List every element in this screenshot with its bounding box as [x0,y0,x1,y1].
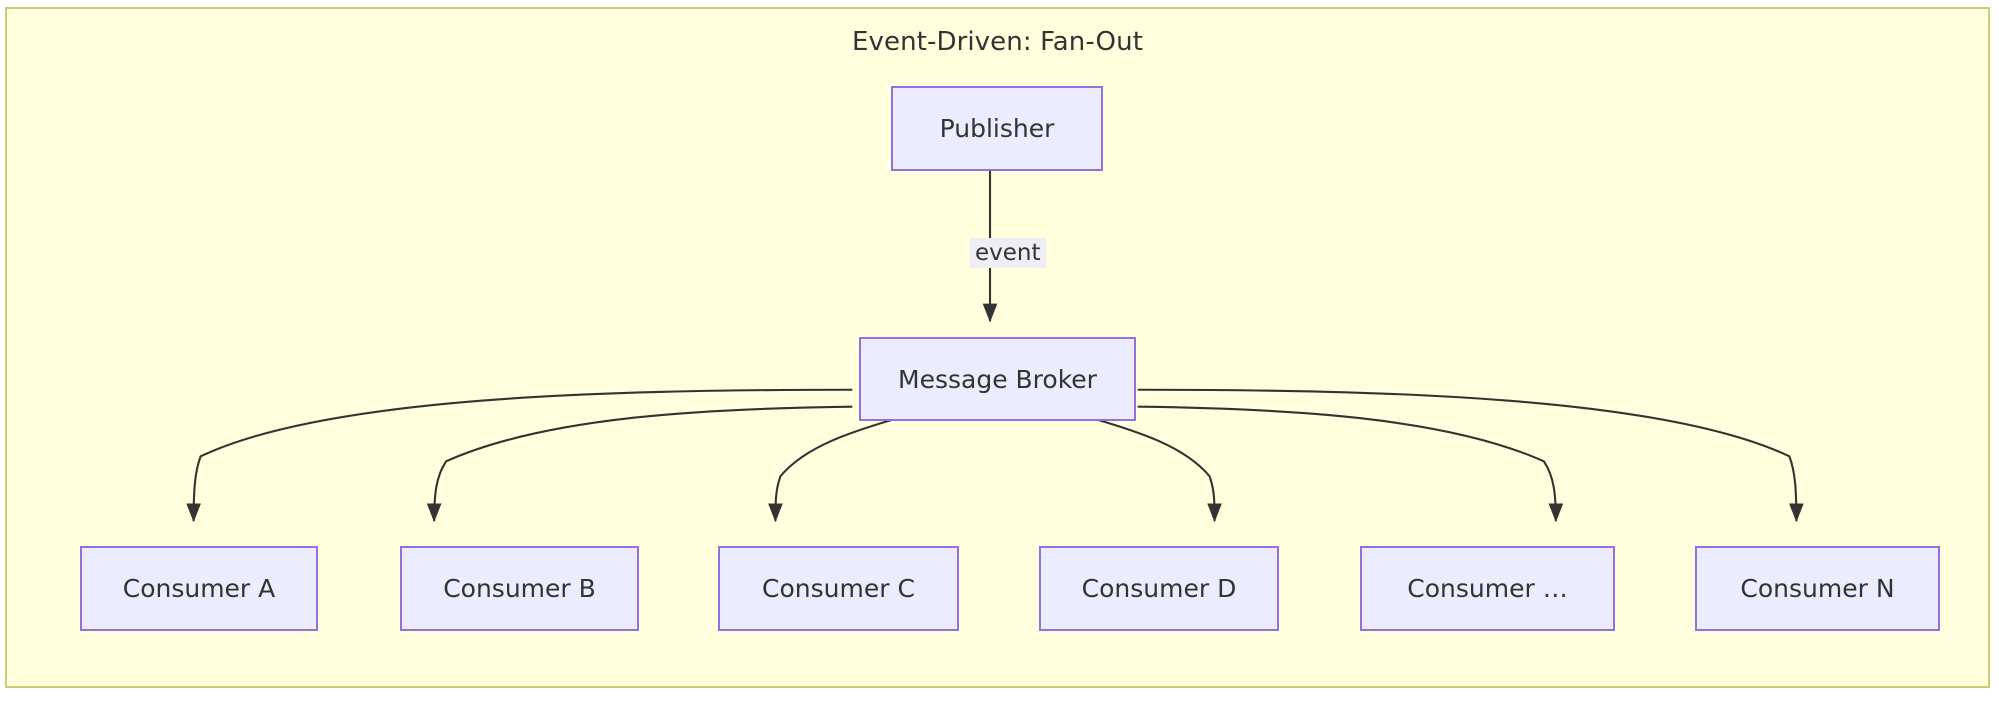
node-consumer-c[interactable]: Consumer C [718,546,959,631]
edge-label-event: event [970,238,1046,269]
edge-broker-consumer-d [1079,413,1222,523]
node-consumer-b[interactable]: Consumer B [400,546,639,631]
node-consumer-ellipsis-label: Consumer … [1407,574,1568,603]
edge-broker-consumer-b [426,405,853,523]
node-message-broker-label: Message Broker [898,364,1097,394]
edge-broker-consumer-a [186,388,853,523]
node-consumer-a-label: Consumer A [122,574,276,603]
edge-broker-consumer-c [768,413,911,523]
node-consumer-d[interactable]: Consumer D [1039,546,1279,631]
node-consumer-d-label: Consumer D [1081,574,1237,603]
node-consumer-ellipsis[interactable]: Consumer … [1360,546,1615,631]
node-message-broker[interactable]: Message Broker [859,337,1136,421]
node-consumer-b-label: Consumer B [443,574,596,603]
edge-broker-consumer-n [1137,388,1804,523]
node-consumer-a[interactable]: Consumer A [80,546,318,631]
node-consumer-n[interactable]: Consumer N [1695,546,1940,631]
node-consumer-c-label: Consumer C [762,574,915,603]
node-publisher-label: Publisher [939,114,1055,143]
diagram-title: Event-Driven: Fan-Out [851,27,1143,57]
node-consumer-n-label: Consumer N [1740,574,1895,603]
diagram-canvas: Event-Driven: Fan-Out Publisher [5,7,1990,688]
edge-broker-consumer-dots [1137,405,1564,523]
node-publisher[interactable]: Publisher [891,86,1103,171]
